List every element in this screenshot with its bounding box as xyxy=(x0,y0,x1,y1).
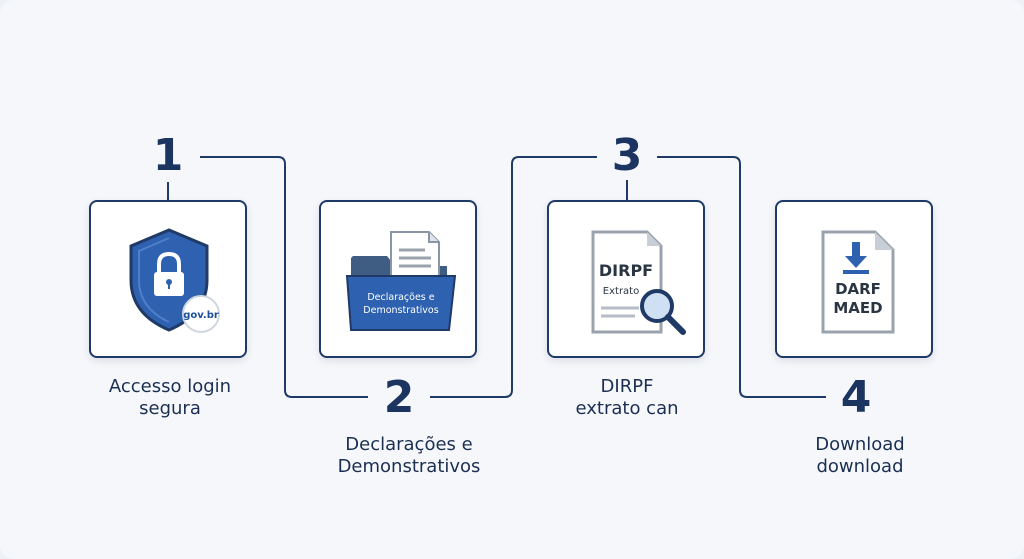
govbr-badge: gov.br xyxy=(183,310,219,321)
step-4-label-line1: Download xyxy=(815,434,905,455)
download-arrow-icon xyxy=(852,242,860,258)
step-1-number: 1 xyxy=(138,134,198,178)
step-1-label-line2: segura xyxy=(139,398,201,419)
document-magnifier-icon: DIRPF Extrato xyxy=(591,230,686,335)
doc-title: DIRPF xyxy=(599,261,653,280)
step-2-label-line2: Demonstrativos xyxy=(337,456,481,477)
document-download-icon: DARF MAED xyxy=(821,230,895,334)
connector-1-2 xyxy=(200,156,368,398)
step-2-label-line1: Declarações e xyxy=(345,434,473,455)
step-2-card: Declarações e Demonstrativos xyxy=(319,200,477,358)
connector-3-4 xyxy=(657,156,826,398)
folder-label-line2: Demonstrativos xyxy=(363,305,438,316)
folder-label-line1: Declarações e xyxy=(367,292,434,303)
step-1-label-line1: Accesso login xyxy=(108,376,232,397)
step-3-card: DIRPF Extrato xyxy=(547,200,705,358)
step-1-label: Accesso login segura xyxy=(70,376,270,420)
step-1-card: gov.br xyxy=(89,200,247,358)
step-2-number: 2 xyxy=(369,376,429,420)
step-4-label-line2: download xyxy=(816,456,904,477)
step-4-card: DARF MAED xyxy=(775,200,933,358)
step-2-label: Declarações e Demonstrativos xyxy=(298,434,520,478)
step-3-number: 3 xyxy=(597,134,657,178)
step-4-number: 4 xyxy=(826,376,886,420)
step-4-label: Download download xyxy=(760,434,960,478)
shield-lock-icon: gov.br xyxy=(129,228,220,333)
step-3-label: DIRPF extrato can xyxy=(527,376,727,420)
connector-2-3 xyxy=(430,156,598,398)
doc-subtitle: Extrato xyxy=(603,286,639,297)
step-3-label-line2: extrato can xyxy=(575,398,679,419)
step-3-label-line1: DIRPF xyxy=(600,376,654,397)
folder-document-icon: Declarações e Demonstrativos xyxy=(345,231,457,331)
doc-line2: MAED xyxy=(833,299,882,317)
doc-line1: DARF xyxy=(835,280,881,298)
